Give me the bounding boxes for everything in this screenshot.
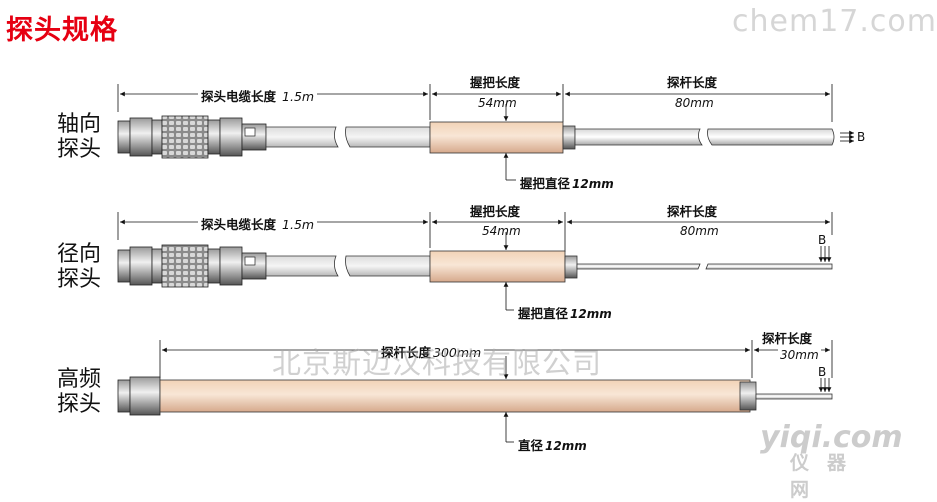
radial-handle-value: 54mm <box>482 224 521 238</box>
radial-b-mark: B <box>818 233 827 247</box>
axial-probe <box>117 84 854 181</box>
radial-rod-value: 80mm <box>680 224 719 238</box>
watermark-yiqi-cn: 仪器网 <box>790 452 865 501</box>
axial-side-label: 轴向探头 <box>56 112 101 162</box>
hf-tip-label: 探杆长度 <box>762 331 813 346</box>
page-title: 探头规格 <box>6 15 118 46</box>
watermark-yiqi: yiqi.com <box>760 420 903 455</box>
radial-probe <box>117 212 833 311</box>
hf-b-mark: B <box>818 365 827 379</box>
hf-tip-value: 30mm <box>778 348 821 362</box>
axial-rod-label: 探杆长度 <box>667 75 718 90</box>
watermark-top: chem17.com <box>732 4 937 39</box>
radial-side-label: 径向探头 <box>56 242 101 292</box>
axial-handle-value: 54mm <box>478 96 517 110</box>
axial-handle-label: 握把长度 <box>470 75 521 90</box>
radial-rod-label: 探杆长度 <box>667 204 718 219</box>
hf-side-label: 高频探头 <box>56 367 101 417</box>
radial-handle-label: 握把长度 <box>470 204 521 219</box>
diagram-canvas <box>117 84 854 443</box>
probe-spec-diagram: 探头规格 chem17.com <box>6 4 936 501</box>
axial-b-mark: B <box>857 130 866 144</box>
watermark-center: 北京斯迈汉科技有限公司 <box>272 346 603 380</box>
axial-rod-value: 80mm <box>675 96 714 110</box>
